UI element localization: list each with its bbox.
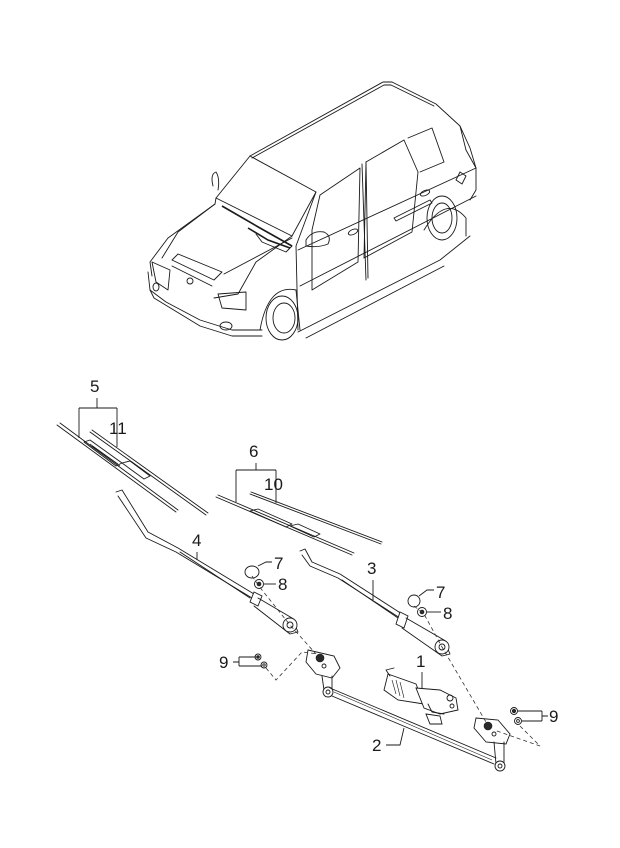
callout-4: 4 xyxy=(192,531,201,550)
nut-cap-left[interactable] xyxy=(244,565,260,579)
callout-11: 11 xyxy=(109,419,127,438)
callout-2-group: 2 xyxy=(372,727,405,755)
pivot-nuts-right[interactable] xyxy=(510,707,522,725)
wiper-arm-right[interactable] xyxy=(299,548,451,657)
callout-3: 3 xyxy=(367,559,376,578)
callout-5: 6 xyxy=(249,442,258,461)
callout-9-right-label: 9 xyxy=(549,707,558,726)
assembly-guide-lines xyxy=(251,575,541,747)
callout-6-group: 5 11 xyxy=(78,377,127,447)
callout-6: 5 xyxy=(90,377,99,396)
nut-cap-right[interactable] xyxy=(407,594,421,608)
blade-refill-left[interactable] xyxy=(89,429,209,516)
arm-nut-left[interactable] xyxy=(254,579,264,589)
callout-8-right: 8 xyxy=(443,604,452,623)
callout-7-8-right: 7 8 xyxy=(418,583,452,623)
callout-9-left: 9 xyxy=(219,653,262,672)
callout-10: 10 xyxy=(264,475,283,494)
wiper-blade-right[interactable] xyxy=(215,494,355,556)
callout-2: 2 xyxy=(372,736,381,755)
callout-7-right: 7 xyxy=(436,583,445,602)
callout-1-group: 1 xyxy=(416,652,425,688)
callout-1: 1 xyxy=(416,652,425,671)
callout-7-left: 7 xyxy=(274,554,283,573)
callout-9-left-label: 9 xyxy=(219,653,228,672)
callout-9-right: 9 xyxy=(518,707,558,726)
callout-7-8-left: 7 8 xyxy=(257,554,287,594)
wiper-motor[interactable] xyxy=(383,667,459,725)
wiper-linkage[interactable] xyxy=(305,649,511,772)
vehicle-illustration xyxy=(147,81,477,341)
pivot-nuts-left[interactable] xyxy=(254,653,268,669)
callout-3-group: 3 xyxy=(367,559,376,600)
callout-5-group: 6 10 xyxy=(235,442,283,503)
wiper-blade-left[interactable] xyxy=(56,422,179,513)
callout-4-group: 4 xyxy=(192,531,201,560)
blade-refill-right[interactable] xyxy=(249,491,383,545)
callout-8-left: 8 xyxy=(278,575,287,594)
